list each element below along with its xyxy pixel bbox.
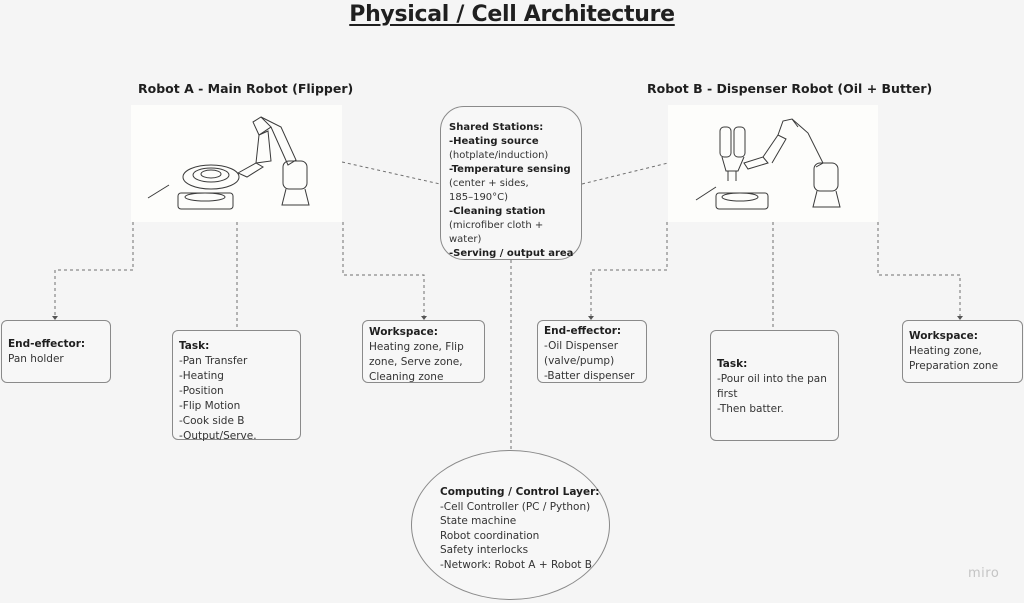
connector-robot-a-end-effector	[54, 222, 134, 318]
shared-station-detail: (microfiber cloth + water)	[449, 220, 544, 245]
robot-b-title: Robot B - Dispenser Robot (Oil + Butter)	[647, 81, 933, 96]
robot-arm-dispenser-icon	[695, 118, 841, 210]
connector-robot-b-end-effector	[590, 222, 668, 318]
task-item: -Cook side B	[179, 415, 245, 427]
shared-station-item: -Cleaning station	[449, 206, 546, 217]
computing-item: Robot coordination	[440, 529, 540, 542]
shared-stations-box: Shared Stations: -Heating source (hotpla…	[440, 106, 582, 260]
computing-label: Computing / Control Layer:	[440, 486, 600, 498]
task-item: -Position	[179, 385, 224, 397]
page-title: Physical / Cell Architecture	[349, 2, 675, 27]
workspace-text: Heating zone, Flip zone, Serve zone, Cle…	[369, 341, 464, 383]
shared-station-item: -Heating source	[449, 136, 539, 147]
end-effector-text: Pan holder	[8, 353, 64, 365]
robot-b-image	[668, 105, 878, 222]
task-item: -Pan Transfer	[179, 355, 248, 367]
computing-control-text: Computing / Control Layer: -Cell Control…	[440, 485, 610, 572]
robot-arm-flipper-icon	[147, 116, 310, 210]
shared-stations-label: Shared Stations:	[449, 122, 544, 133]
end-effector-item: -Batter dispenser	[544, 370, 635, 382]
computing-item: -Cell Controller (PC / Python)	[440, 500, 591, 513]
robot-b-task-box: Task: -Pour oil into the pan first -Then…	[710, 330, 839, 441]
robot-b-end-effector-box: End-effector: -Oil Dispenser (valve/pump…	[537, 320, 647, 383]
workspace-item: Preparation zone	[909, 360, 999, 372]
computing-item: Safety interlocks	[440, 544, 529, 556]
robot-a-task-box: Task: -Pan Transfer -Heating -Position -…	[172, 330, 301, 442]
connector-shared-robot-b	[581, 162, 669, 185]
connector-robot-a-shared	[341, 161, 441, 185]
task-label: Task:	[717, 358, 748, 370]
shared-station-detail: (center + sides,	[449, 178, 529, 189]
computing-item: -Network: Robot A + Robot B	[440, 558, 592, 571]
arrow-head	[957, 316, 963, 320]
robot-a-image	[131, 105, 342, 222]
shared-station-item: -Temperature sensing	[449, 164, 571, 175]
task-item: -Heating	[179, 370, 224, 382]
computing-control-ellipse	[411, 450, 610, 600]
miro-watermark-logo: miro	[968, 566, 1000, 581]
computing-item: State machine	[440, 515, 517, 527]
task-item: -Then batter.	[717, 403, 784, 415]
end-effector-item: (valve/pump)	[544, 355, 615, 367]
task-item: -Flip Motion	[179, 400, 241, 412]
robot-a-end-effector-box: End-effector: Pan holder	[1, 320, 111, 383]
arrow-head	[421, 316, 427, 320]
connector-robot-b-workspace	[877, 222, 961, 318]
arrow-head	[588, 316, 594, 320]
robot-a-title: Robot A - Main Robot (Flipper)	[138, 81, 354, 96]
robot-b-workspace-box: Workspace: Heating zone, Preparation zon…	[902, 320, 1023, 383]
connector-robot-a-workspace	[342, 222, 425, 318]
robot-a-workspace-box: Workspace: Heating zone, Flip zone, Serv…	[362, 320, 485, 383]
end-effector-label: End-effector:	[8, 338, 86, 350]
workspace-label: Workspace:	[369, 326, 438, 338]
workspace-label: Workspace:	[909, 330, 978, 342]
workspace-item: Heating zone,	[909, 345, 982, 357]
end-effector-item: -Oil Dispenser	[544, 340, 619, 352]
shared-station-detail: 185–190°C)	[449, 192, 509, 203]
arrow-head	[52, 316, 58, 320]
shared-station-detail: (hotplate/induction)	[449, 150, 549, 161]
task-item: -Output/Serve.	[179, 430, 257, 442]
end-effector-label: End-effector:	[544, 325, 622, 337]
task-item: -Pour oil into the pan first	[717, 373, 827, 400]
task-label: Task:	[179, 340, 210, 352]
shared-station-item: -Serving / output area	[449, 248, 574, 259]
